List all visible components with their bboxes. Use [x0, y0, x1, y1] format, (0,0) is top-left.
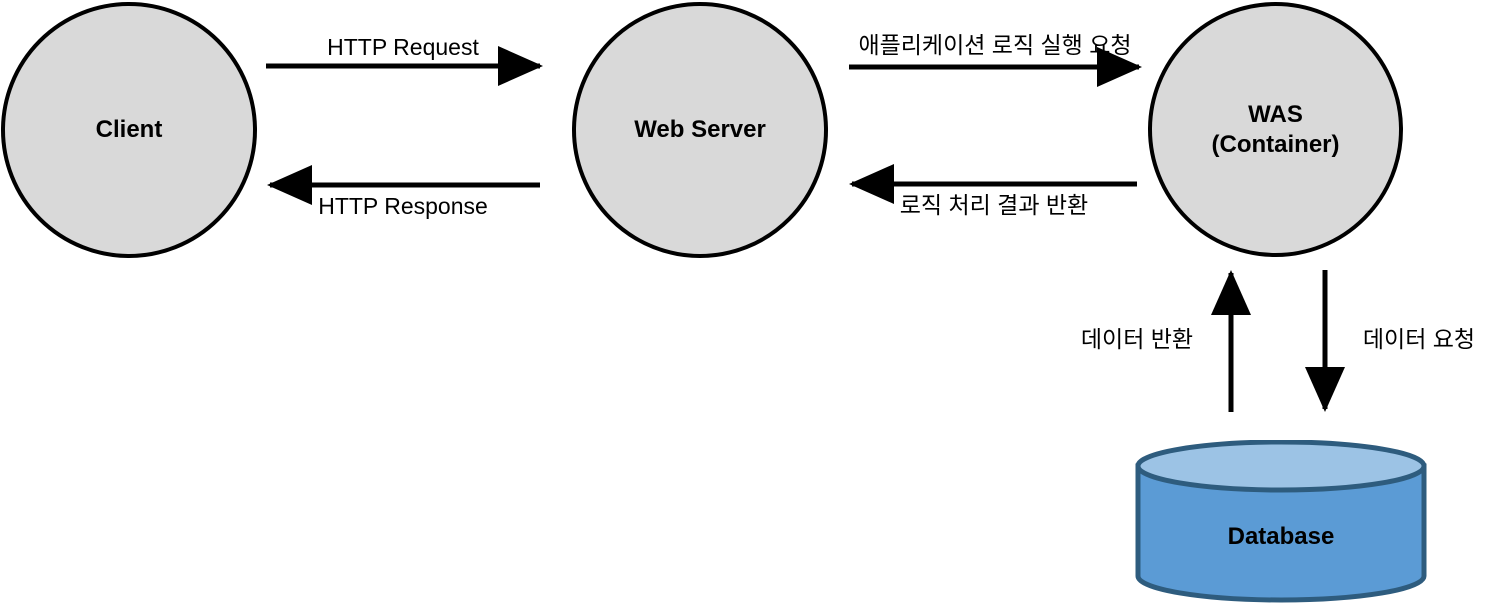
node-database-label: Database — [1227, 523, 1335, 550]
node-was-label-primary: WAS — [1248, 101, 1303, 129]
node-client-label: Client — [95, 116, 163, 144]
node-was-label-secondary: (Container) — [1211, 130, 1340, 158]
node-web-server[interactable]: Web Server — [572, 2, 828, 258]
label-data-request: 데이터 요청 — [1362, 326, 1476, 352]
node-database[interactable]: Database — [1131, 439, 1431, 603]
label-logic-result-return: 로직 처리 결과 반환 — [899, 192, 1089, 218]
label-data-return: 데이터 반환 — [1080, 326, 1194, 352]
label-http-request: HTTP Request — [327, 34, 479, 60]
label-http-response: HTTP Response — [318, 193, 488, 219]
node-web-server-label: Web Server — [634, 116, 766, 144]
label-app-logic-request: 애플리케이션 로직 실행 요청 — [858, 32, 1132, 58]
database-cylinder-shape — [1135, 439, 1427, 603]
node-client[interactable]: Client — [1, 2, 257, 258]
node-was[interactable]: WAS (Container) — [1148, 2, 1403, 257]
